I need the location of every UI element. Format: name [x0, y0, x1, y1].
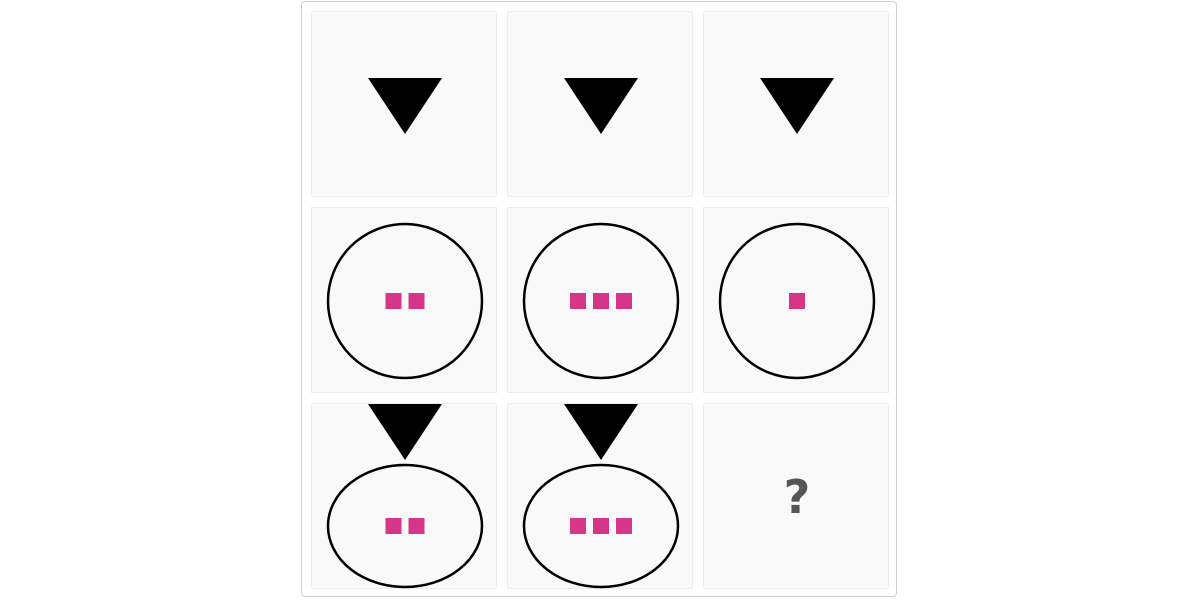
cell-r3-c1	[311, 403, 497, 589]
cell-r1-c1	[311, 11, 497, 197]
circle-shape	[326, 222, 484, 380]
ellipse-shape	[522, 463, 680, 589]
pink-square	[593, 518, 609, 534]
circle-shape	[718, 222, 876, 380]
pink-square	[789, 293, 805, 309]
cell-figure	[564, 78, 638, 134]
pink-square	[408, 518, 425, 534]
circle-shape	[522, 222, 680, 380]
cell-r2-c3	[703, 207, 889, 393]
cell-figure	[522, 404, 680, 589]
puzzle-board: ?	[301, 1, 897, 597]
cell-figure	[368, 78, 442, 134]
question-mark: ?	[783, 470, 811, 524]
pink-square	[570, 293, 586, 309]
cell-figure	[522, 222, 680, 380]
answer-cell[interactable]: ?	[703, 403, 889, 589]
ellipse-shape	[326, 463, 484, 589]
cell-r3-c2	[507, 403, 693, 589]
cell-figure	[760, 78, 834, 134]
cell-figure	[326, 222, 484, 380]
triangle-down-shape	[368, 78, 442, 134]
cell-figure	[326, 404, 484, 589]
cell-r1-c3	[703, 11, 889, 197]
pink-square	[385, 293, 402, 309]
cell-r2-c2	[507, 207, 693, 393]
cell-r2-c1	[311, 207, 497, 393]
pink-square	[593, 293, 609, 309]
triangle-down-shape	[564, 78, 638, 134]
triangle-down-shape	[368, 404, 442, 460]
pink-square	[570, 518, 586, 534]
cell-r1-c2	[507, 11, 693, 197]
triangle-down-shape	[760, 78, 834, 134]
pink-square	[616, 293, 632, 309]
pink-square	[385, 518, 402, 534]
cell-figure	[718, 222, 876, 380]
pink-square	[408, 293, 425, 309]
pink-square	[616, 518, 632, 534]
triangle-down-shape	[564, 404, 638, 460]
